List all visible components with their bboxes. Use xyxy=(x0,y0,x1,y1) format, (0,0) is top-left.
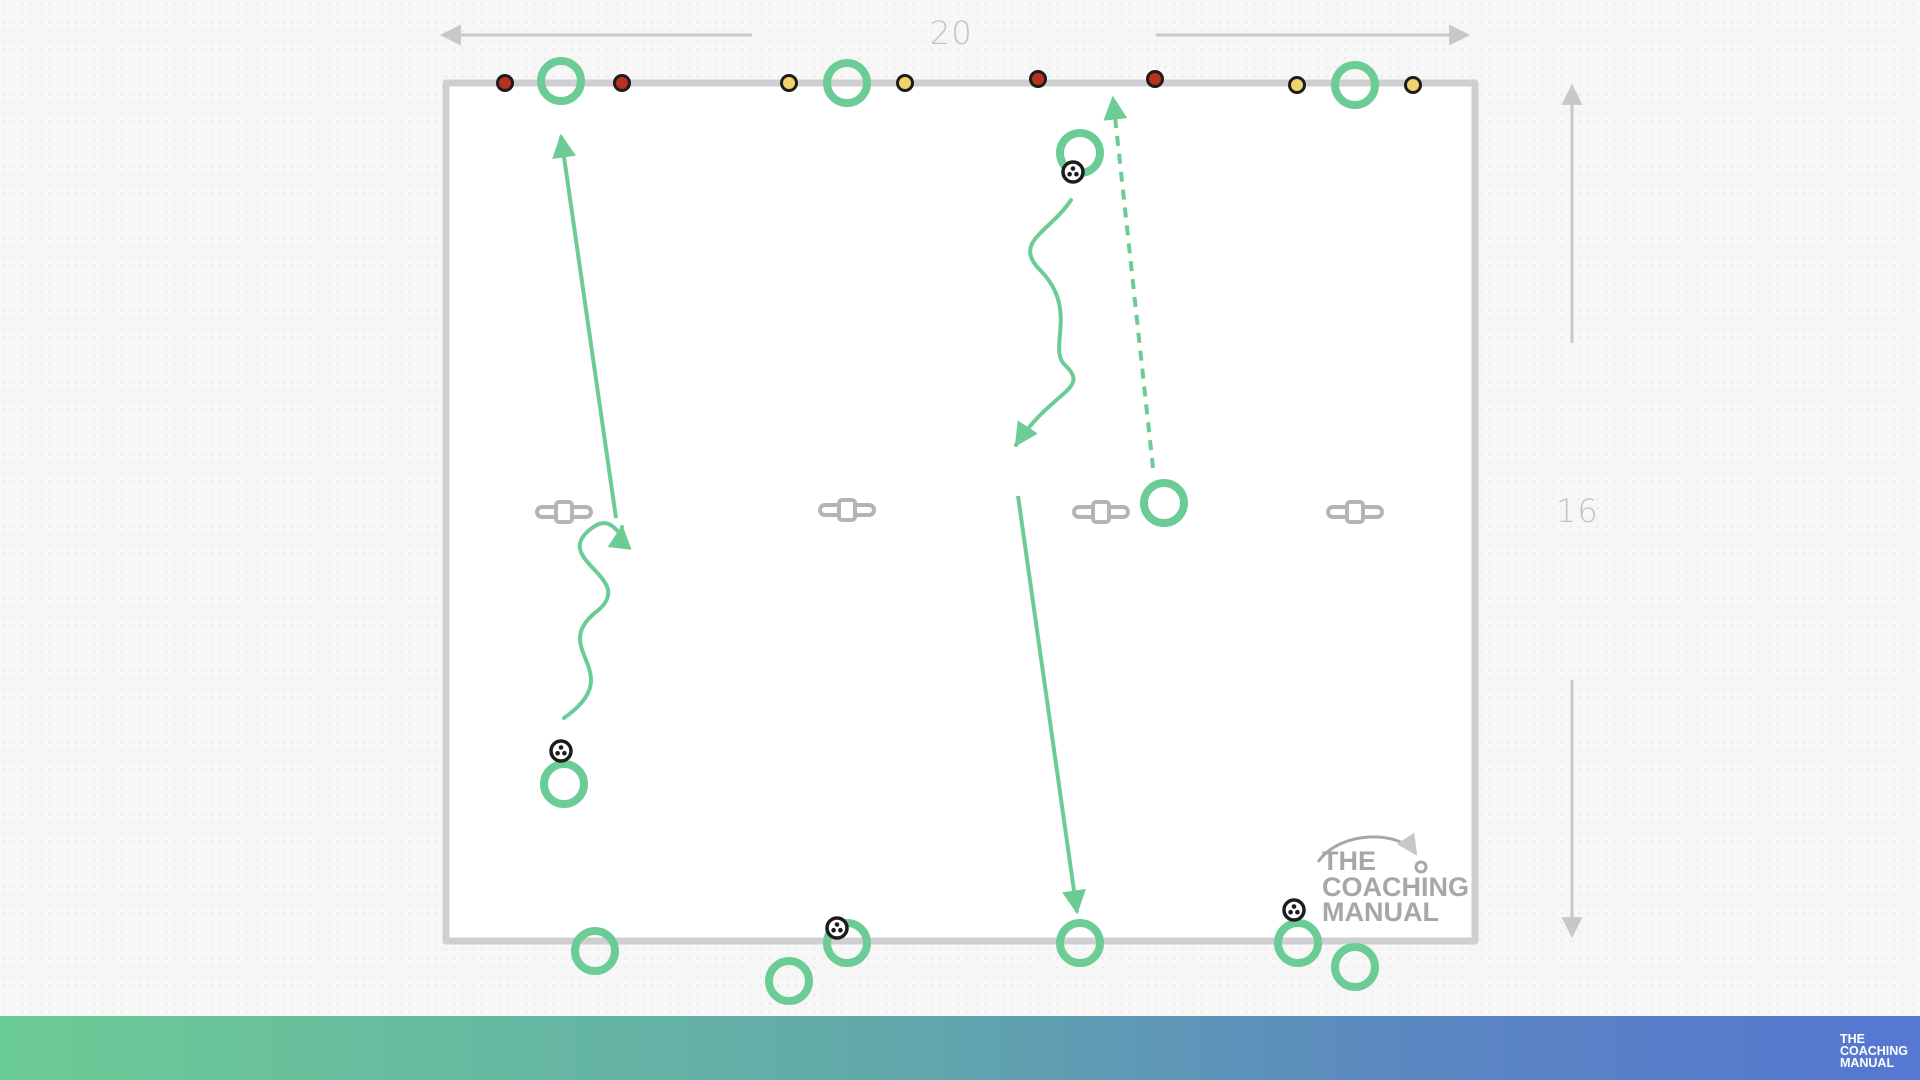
run-line-dashed xyxy=(1103,95,1155,469)
cone-icon xyxy=(1029,70,1047,88)
brand-swoosh-icon xyxy=(1316,832,1418,863)
player-ring-icon xyxy=(537,57,585,105)
footer-brand-logo: THE COACHING MANUAL xyxy=(1839,1032,1908,1070)
footer-brand-line-3: MANUAL xyxy=(1839,1055,1895,1070)
players xyxy=(537,57,1379,1005)
footer-brand-line-1: THE xyxy=(1839,1032,1865,1046)
pass-line-left xyxy=(552,133,618,519)
player-ring-icon xyxy=(1331,943,1379,991)
player-ring-icon xyxy=(540,760,588,808)
footer-brand-line-2: COACHING xyxy=(1839,1043,1908,1058)
cones xyxy=(496,70,1422,94)
cone-icon xyxy=(496,74,514,92)
player-ring-icon xyxy=(571,927,619,975)
cone-icon xyxy=(1404,76,1422,94)
soccer-ball-icon xyxy=(825,916,849,940)
height-dimension-label: 16 xyxy=(1556,492,1599,530)
player-ring-icon xyxy=(1140,479,1188,527)
player-ring-icon xyxy=(1274,919,1322,967)
cone-icon xyxy=(1146,70,1164,88)
brand-line-3: MANUAL xyxy=(1322,897,1439,928)
brand-line-1: THE xyxy=(1322,846,1376,876)
pitch-area xyxy=(442,79,1479,945)
width-dimension-label: 20 xyxy=(930,14,973,52)
player-ring-icon xyxy=(1056,919,1104,967)
player-ring-icon xyxy=(823,59,871,107)
dribble-path-right xyxy=(1014,198,1076,448)
player-ring-icon xyxy=(1331,61,1379,109)
player-ring-icon xyxy=(765,957,813,1005)
cone-icon xyxy=(613,74,631,92)
cone-icon xyxy=(780,74,798,92)
soccer-ball-icon xyxy=(1061,160,1085,184)
pass-line-center xyxy=(1016,495,1086,915)
brand-logo: THE COACHING MANUAL xyxy=(1322,846,1469,928)
brand-ball-icon xyxy=(1414,860,1428,874)
footer-bar: THE COACHING MANUAL xyxy=(0,1016,1920,1080)
cone-icon xyxy=(896,74,914,92)
dribble-path-left xyxy=(562,521,632,720)
soccer-ball-icon xyxy=(1282,898,1306,922)
brand-line-2: COACHING xyxy=(1322,871,1469,902)
cone-icon xyxy=(1288,76,1306,94)
soccer-ball-icon xyxy=(549,739,573,763)
